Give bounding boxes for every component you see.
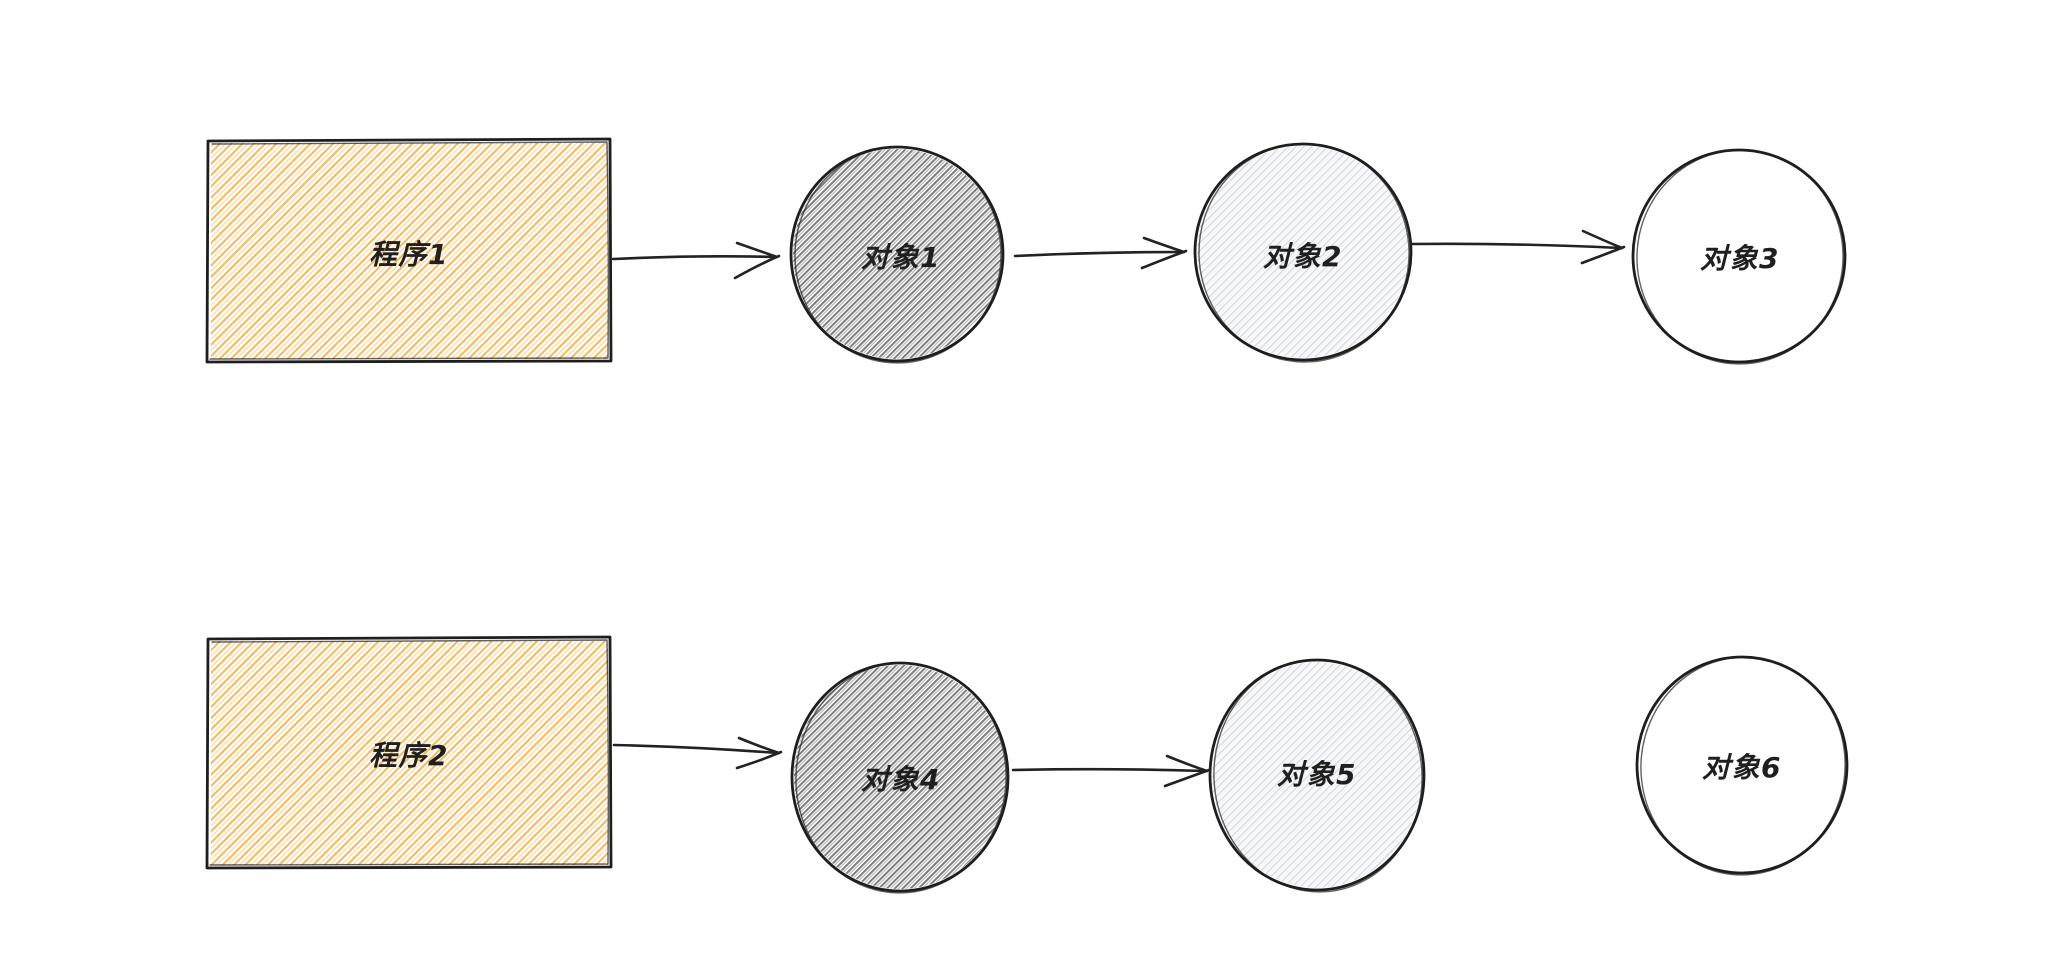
object3-circle xyxy=(1631,148,1847,365)
object5-circle xyxy=(1208,658,1426,893)
object3-label: 对象3 xyxy=(1700,242,1780,275)
object1-circle xyxy=(789,145,1005,364)
object4-circle xyxy=(790,661,1010,894)
object6-label: 对象6 xyxy=(1702,751,1782,784)
program1-box xyxy=(205,137,613,364)
arrow-program2-to-object4 xyxy=(612,736,783,770)
arrow-program1-to-object1 xyxy=(611,241,781,280)
object2-circle xyxy=(1193,142,1413,363)
program2-label: 程序2 xyxy=(369,739,449,772)
arrow-object1-to-object2 xyxy=(1013,236,1188,270)
program1-label: 程序1 xyxy=(369,238,449,271)
arrow-object4-to-object5 xyxy=(1011,754,1211,788)
program2-box xyxy=(205,635,613,870)
arrow-object2-to-object3 xyxy=(1410,229,1626,265)
object2-label: 对象2 xyxy=(1263,240,1343,273)
object1-label: 对象1 xyxy=(861,241,941,274)
object6-circle xyxy=(1635,655,1849,876)
object5-label: 对象5 xyxy=(1277,758,1357,791)
object4-label: 对象4 xyxy=(861,763,941,796)
